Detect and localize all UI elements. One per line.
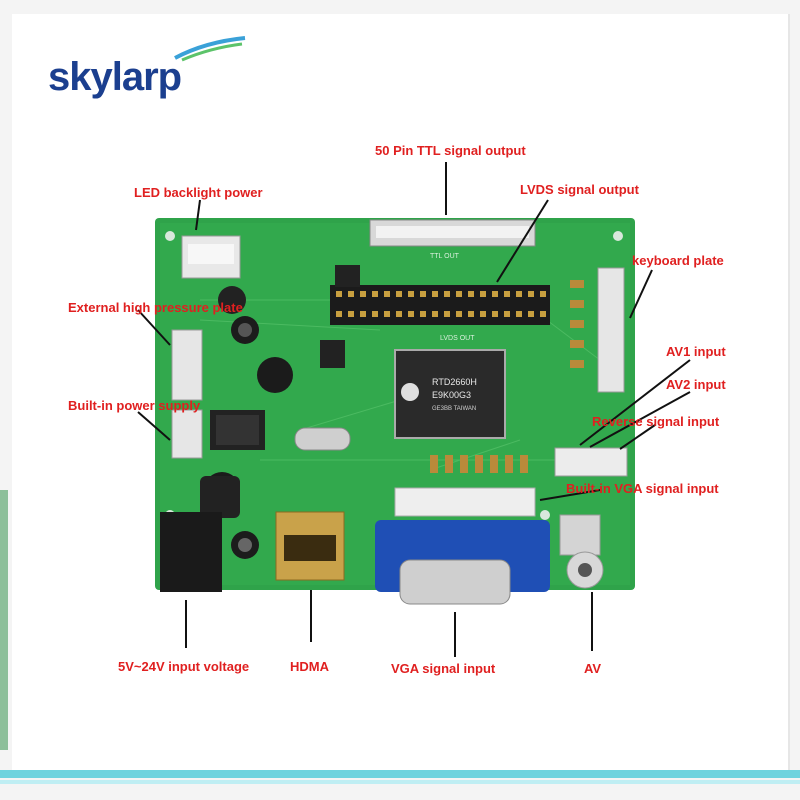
label-lvds-output: LVDS signal output	[520, 182, 639, 197]
label-ttl-output: 50 Pin TTL signal output	[375, 143, 526, 158]
svg-text:E9K00G3: E9K00G3	[432, 390, 471, 400]
label-built-in-power: Built-in power supply	[68, 398, 201, 413]
av-rca-jack	[559, 514, 601, 556]
svg-text:GE3BB TAIWAN: GE3BB TAIWAN	[432, 406, 476, 412]
label-av: AV	[584, 661, 602, 676]
lvds-header	[330, 285, 550, 325]
label-led-backlight: LED backlight power	[134, 185, 263, 200]
label-av1-input: AV1 input	[666, 344, 726, 359]
power-connector	[171, 409, 203, 459]
label-external-high-pressure: External high pressure plate	[68, 300, 243, 315]
svg-text:TTL OUT: TTL OUT	[430, 253, 460, 260]
av-input-connector	[554, 447, 628, 477]
logo-swoosh-icon	[174, 36, 246, 62]
label-hdma: HDMA	[290, 659, 329, 674]
brand-logo: skylarp	[48, 55, 182, 99]
keyboard-connector	[597, 267, 625, 393]
label-built-in-vga: Built-in VGA signal input	[566, 481, 719, 496]
label-vga-input: VGA signal input	[391, 661, 496, 676]
svg-text:RTD2660H: RTD2660H	[432, 377, 477, 387]
inverter-connector	[171, 329, 203, 401]
left-edge-strip	[0, 490, 8, 750]
bottom-band-light	[0, 780, 800, 784]
label-keyboard-plate: keyboard plate	[632, 253, 724, 268]
label-input-voltage: 5V~24V input voltage	[118, 659, 250, 674]
label-av2-input: AV2 input	[666, 377, 726, 392]
bottom-band	[0, 770, 800, 778]
dc-jack	[160, 512, 222, 592]
svg-text:LVDS OUT: LVDS OUT	[440, 335, 475, 342]
label-reverse-signal: Reverse signal input	[592, 414, 720, 429]
